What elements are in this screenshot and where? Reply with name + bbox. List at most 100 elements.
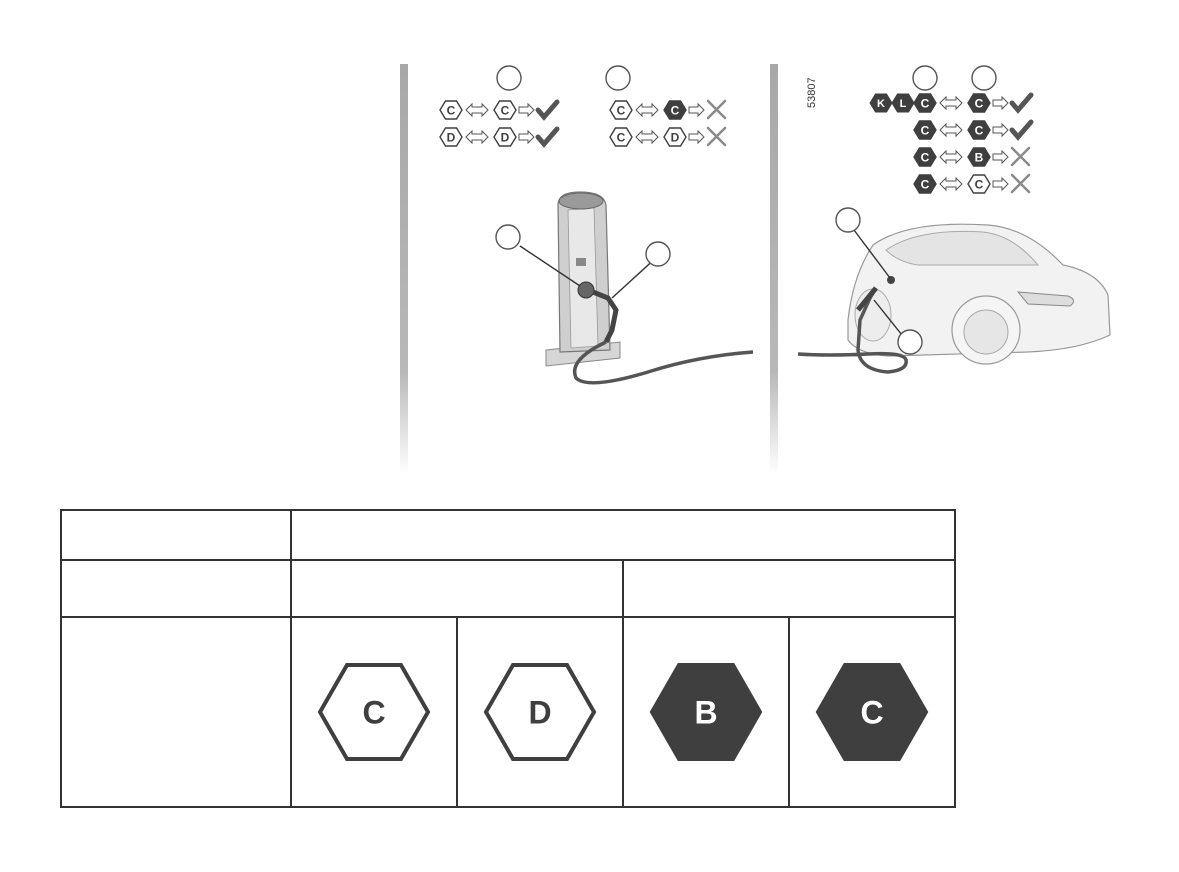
callout-station-cable <box>645 241 671 267</box>
double-arrow-icon <box>939 122 963 138</box>
hex-letter: C <box>362 695 385 731</box>
hex-letter: L <box>900 98 907 110</box>
hex-symbol-c-filled-icon: C <box>913 174 937 194</box>
double-arrow-icon <box>939 149 963 165</box>
cross-mark-icon <box>706 126 727 147</box>
hex-letter: D <box>501 130 510 144</box>
hex-symbol-d-outline-icon: D <box>439 127 463 147</box>
double-arrow-icon <box>939 176 963 192</box>
compatibility-table: C D B C <box>60 509 956 808</box>
arrow-right-icon <box>992 176 1009 192</box>
hex-letter: C <box>617 103 626 117</box>
callout-right-col-1 <box>912 65 938 91</box>
arrow-right-icon <box>688 102 705 118</box>
arrow-right-icon <box>992 149 1009 165</box>
hex-letter: D <box>447 130 456 144</box>
callout-left-col-1 <box>496 65 522 91</box>
double-arrow-icon <box>465 102 489 118</box>
hex-symbol-c-filled-icon: C <box>913 147 937 167</box>
hex-symbol-d-outline-icon: D <box>663 127 687 147</box>
hex-letter: B <box>694 695 717 731</box>
check-mark-icon <box>1009 119 1034 141</box>
hex-symbol-l-filled-icon: L <box>891 93 915 113</box>
symbol-cell-4: C <box>788 616 956 808</box>
double-arrow-icon <box>635 129 659 145</box>
hex-letter: C <box>860 695 883 731</box>
cross-mark-icon <box>706 99 727 120</box>
car-icon <box>797 221 1111 374</box>
left-divider-bar <box>400 64 408 474</box>
charging-station-icon <box>519 191 754 385</box>
arrow-right-icon <box>518 129 535 145</box>
hex-symbol-c-outline-icon: C <box>317 663 431 761</box>
symbol-cell-2: D <box>456 616 624 808</box>
hex-symbol-c-outline-icon: C <box>609 100 633 120</box>
symbol-cell-1: C <box>290 616 458 808</box>
hex-letter: C <box>671 103 680 117</box>
hex-symbol-c-outline-icon: C <box>967 174 991 194</box>
hex-symbol-c-filled-icon: C <box>663 100 687 120</box>
callout-vehicle-socket <box>835 207 861 233</box>
hex-symbol-c-filled-icon: C <box>967 93 991 113</box>
hex-letter: C <box>975 123 984 137</box>
callout-right-col-2 <box>971 65 997 91</box>
check-mark-icon <box>535 126 560 148</box>
table-subheader-cell-3 <box>622 559 956 618</box>
hex-letter: C <box>447 103 456 117</box>
center-divider-bar <box>770 64 778 474</box>
table-symbol-svg: B <box>649 663 763 761</box>
check-mark-icon <box>535 99 560 121</box>
check-mark-icon <box>1009 92 1034 114</box>
table-subheader-cell-2 <box>290 559 624 618</box>
hex-symbol-c-filled-icon: C <box>913 93 937 113</box>
cross-mark-icon <box>1010 146 1031 167</box>
table-symbol-svg: C <box>317 663 431 761</box>
hex-symbol-k-filled-icon: K <box>869 93 893 113</box>
hex-symbol-d-outline-icon: D <box>483 663 597 761</box>
cross-mark-icon <box>1010 173 1031 194</box>
hex-symbol-c-outline-icon: C <box>609 127 633 147</box>
hex-letter: D <box>671 130 680 144</box>
table-subheader-cell-1 <box>60 559 292 618</box>
table-header-cell-1 <box>60 509 292 561</box>
double-arrow-icon <box>939 95 963 111</box>
hex-symbol-b-filled-icon: B <box>649 663 763 761</box>
hex-letter: C <box>921 177 930 191</box>
arrow-right-icon <box>518 102 535 118</box>
hex-letter: C <box>921 150 930 164</box>
double-arrow-icon <box>465 129 489 145</box>
double-arrow-icon <box>635 102 659 118</box>
callout-station-socket <box>495 224 521 250</box>
arrow-right-icon <box>688 129 705 145</box>
hex-letter: C <box>617 130 626 144</box>
hex-symbol-c-filled-icon: C <box>913 120 937 140</box>
hex-letter: K <box>877 98 885 110</box>
arrow-right-icon <box>992 122 1009 138</box>
figure-number: 53807 <box>806 77 818 108</box>
arrow-right-icon <box>992 95 1009 111</box>
hex-symbol-d-outline-icon: D <box>493 127 517 147</box>
hex-symbol-c-filled-icon: C <box>967 120 991 140</box>
table-symbol-svg: C <box>815 663 929 761</box>
hex-symbol-b-filled-icon: B <box>967 147 991 167</box>
symbol-cell-3: B <box>622 616 790 808</box>
hex-symbol-c-outline-icon: C <box>493 100 517 120</box>
hex-letter: C <box>501 103 510 117</box>
hex-symbol-c-outline-icon: C <box>439 100 463 120</box>
hex-letter: C <box>975 96 984 110</box>
table-header-cell-2 <box>290 509 956 561</box>
hex-letter: B <box>975 150 984 164</box>
table-symbol-svg: D <box>483 663 597 761</box>
table-row-label-cell <box>60 616 292 808</box>
callout-left-col-2 <box>605 65 631 91</box>
hex-letter: C <box>921 96 930 110</box>
hex-letter: C <box>975 177 984 191</box>
hex-letter: C <box>921 123 930 137</box>
callout-vehicle-cable <box>897 329 923 355</box>
hex-letter: D <box>528 695 551 731</box>
